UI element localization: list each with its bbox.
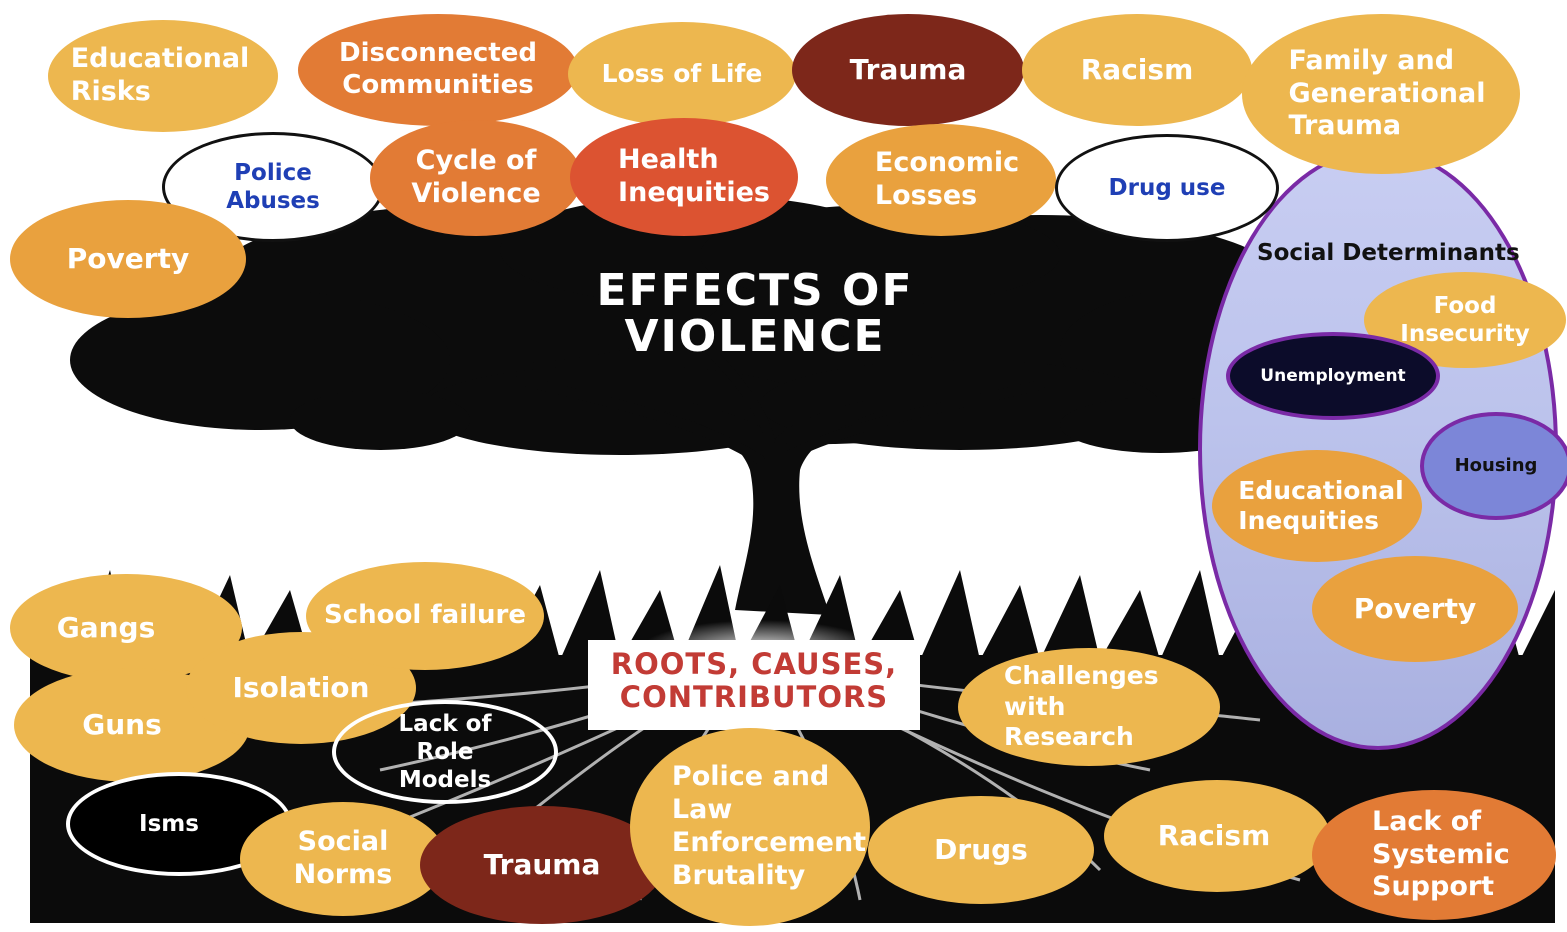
- sd-housing: Housing: [1420, 412, 1567, 520]
- tree-branches: [515, 325, 1045, 465]
- effect-loss-of-life: Loss of Life: [568, 22, 796, 126]
- effect-racism: Racism: [1022, 14, 1252, 126]
- roots-label: ROOTS, CAUSES, CONTRIBUTORS: [610, 647, 898, 715]
- effect-poverty: Poverty: [10, 200, 246, 318]
- cause-police-law-enforcement-brutality: Police and Law Enforcement Brutality: [630, 728, 870, 926]
- effect-drug-use: Drug use: [1055, 134, 1279, 242]
- effect-health-inequities: Health Inequities: [570, 118, 798, 236]
- tree-trunk: [660, 398, 890, 615]
- effect-trauma: Trauma: [792, 14, 1024, 126]
- effect-family-generational-trauma: Family and Generational Trauma: [1242, 14, 1520, 174]
- cause-lack-of-systemic-support: Lack of Systemic Support: [1312, 790, 1556, 920]
- effect-cycle-of-violence: Cycle of Violence: [370, 120, 582, 236]
- cause-social-norms: Social Norms: [240, 802, 446, 916]
- effect-economic-losses: Economic Losses: [826, 124, 1056, 236]
- cause-racism: Racism: [1104, 780, 1330, 892]
- cause-school-failure: School failure: [306, 562, 544, 670]
- cause-trauma: Trauma: [420, 806, 664, 924]
- title-effects-of-violence: EFFECTS OF VIOLENCE: [596, 265, 914, 363]
- sd-educational-inequities: Educational Inequities: [1212, 450, 1422, 562]
- social-determinants-label: Social Determinants: [1257, 240, 1520, 266]
- effect-educational-risks: Educational Risks: [48, 20, 278, 132]
- cause-lack-of-role-models: Lack of Role Models: [332, 700, 558, 804]
- roots-label-box: [588, 640, 920, 730]
- cause-drugs: Drugs: [868, 796, 1094, 904]
- cause-challenges-with-research: Challenges with Research: [958, 648, 1220, 766]
- effect-disconnected-communities: Disconnected Communities: [298, 14, 578, 126]
- sd-unemployment: Unemployment: [1226, 332, 1440, 420]
- sd-poverty: Poverty: [1312, 556, 1518, 662]
